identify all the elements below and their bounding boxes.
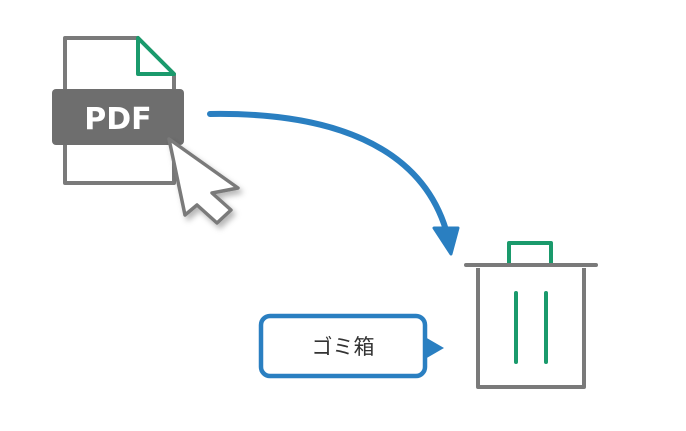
pdf-file-icon: PDF: [52, 36, 184, 185]
drag-arrow: [207, 110, 460, 256]
document-fold-corner: [136, 36, 176, 76]
pdf-badge-label: PDF: [84, 102, 151, 137]
drag-arrow-head: [432, 226, 460, 256]
drag-arrow-curve: [207, 110, 449, 233]
trash-can-icon: [464, 241, 598, 389]
callout-pointer: [425, 337, 444, 359]
trash-can-handle: [507, 241, 553, 264]
trash-can-body: [476, 268, 586, 389]
pdf-badge: [52, 89, 184, 145]
callout-label: ゴミ箱: [312, 335, 375, 359]
trash-callout: ゴミ箱: [258, 313, 444, 379]
mouse-pointer-icon: [167, 137, 240, 225]
